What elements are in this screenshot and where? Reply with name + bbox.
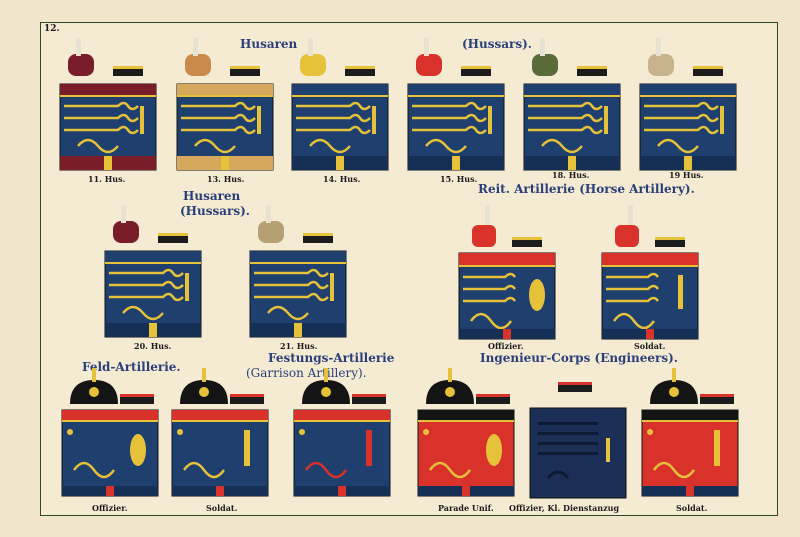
heading-hussars-mid: (Hussars).: [180, 204, 250, 218]
caption-hus20: 20. Hus.: [134, 341, 172, 351]
tunic-hus11: [58, 36, 158, 176]
tunic-hus13: [175, 36, 275, 176]
caption-hus18: 18. Hus.: [552, 170, 590, 180]
tunic-feld-offizier: [60, 364, 160, 506]
caption-hus13: 13. Hus.: [207, 174, 245, 184]
plate-number: 12.: [44, 24, 60, 34]
tunic-hus15: [406, 36, 506, 176]
tunic-hus20: [103, 203, 203, 343]
caption-hus21: 21. Hus.: [280, 341, 318, 351]
caption-hus15: 15. Hus.: [440, 174, 478, 184]
caption-horse-offizier: Offizier.: [488, 341, 524, 351]
heading-husaren-mid: Husaren: [183, 189, 241, 203]
heading-husaren-top: Husaren: [240, 37, 298, 51]
tunic-hus14: [290, 36, 390, 176]
caption-eng-offizier-kl: Offizier, Kl. Dienstanzug: [509, 503, 620, 513]
heading-hussars-top: (Hussars).: [462, 37, 532, 51]
tunic-hus21: [248, 203, 348, 343]
tunic-horse-artillery-offizier: [457, 203, 557, 343]
caption-feld-offizier: Offizier.: [92, 503, 128, 513]
caption-hus14: 14. Hus.: [323, 174, 361, 184]
tunic-hus19: [638, 36, 738, 176]
heading-garrison-artillery: (Garrison Artillery).: [246, 366, 367, 380]
caption-hus19: 19 Hus.: [669, 170, 704, 180]
heading-feld-artillerie: Feld-Artillerie.: [82, 360, 181, 374]
caption-feld-soldat: Soldat.: [206, 503, 238, 513]
tunic-feld-soldat: [170, 364, 270, 506]
heading-festungs-artillerie: Festungs-Artillerie: [268, 351, 395, 365]
heading-reit-artillerie: Reit. Artillerie (Horse Artillery).: [478, 182, 695, 196]
tunic-engineer-parade: [416, 364, 516, 506]
tunic-engineer-dienstanzug: [528, 380, 628, 506]
tunic-hus18: [522, 36, 622, 176]
tunic-horse-artillery-soldat: [600, 203, 700, 343]
caption-eng-soldat: Soldat.: [676, 503, 708, 513]
heading-ingenieur-corps: Ingenieur-Corps (Engineers).: [480, 351, 678, 365]
caption-eng-parade: Parade Unif.: [438, 503, 494, 513]
caption-hus11: 11. Hus.: [88, 174, 126, 184]
tunic-festungs: [292, 364, 392, 506]
tunic-engineer-soldat: [640, 364, 740, 506]
caption-horse-soldat: Soldat.: [634, 341, 666, 351]
